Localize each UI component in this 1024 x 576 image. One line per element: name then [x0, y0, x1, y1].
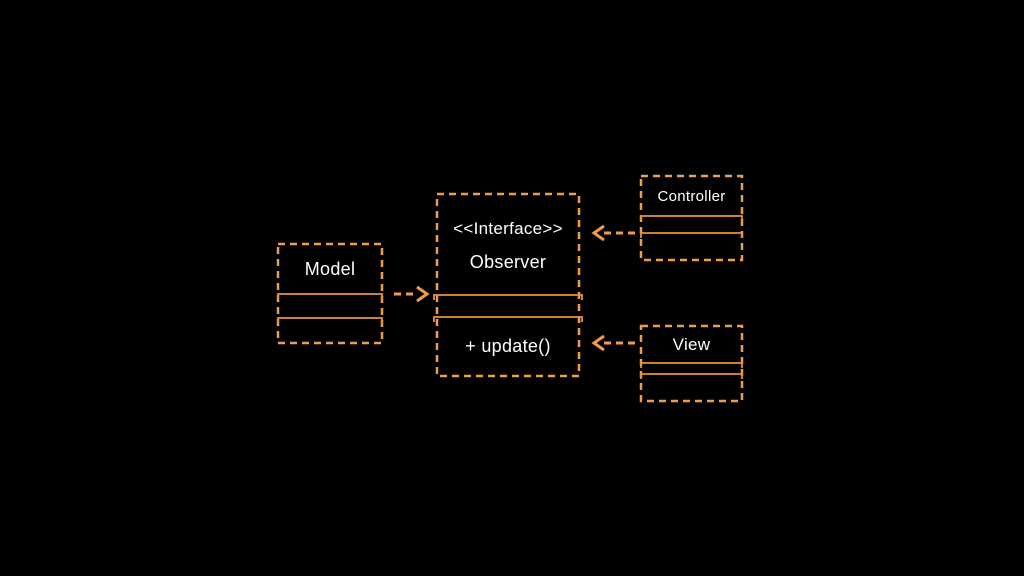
model-box [276, 242, 384, 345]
observer-box [435, 192, 581, 378]
observer-separator-1 [433, 294, 583, 300]
observer-stereotype-label: <<Interface>> [453, 218, 563, 238]
observer-title-compartment: <<Interface>> Observer [437, 196, 579, 295]
controller-separator-2 [640, 232, 743, 238]
controller-separator-1 [640, 215, 743, 221]
controller-class-label: Controller [657, 187, 726, 205]
controller-to-observer-arrowhead-icon [591, 224, 605, 242]
observer-class-label: Observer [469, 251, 547, 272]
model-to-observer-arrowhead-icon [416, 285, 430, 303]
observer-separator-2 [433, 316, 583, 322]
model-separator-2 [277, 317, 383, 323]
view-to-observer-arrowhead-icon [591, 334, 605, 352]
view-class-label: View [672, 334, 711, 354]
model-separator-1 [277, 293, 383, 299]
observer-method-label: + update() [465, 336, 551, 356]
model-class-label: Model [304, 258, 356, 279]
view-separator-1 [640, 362, 743, 368]
view-separator-2 [640, 373, 743, 379]
